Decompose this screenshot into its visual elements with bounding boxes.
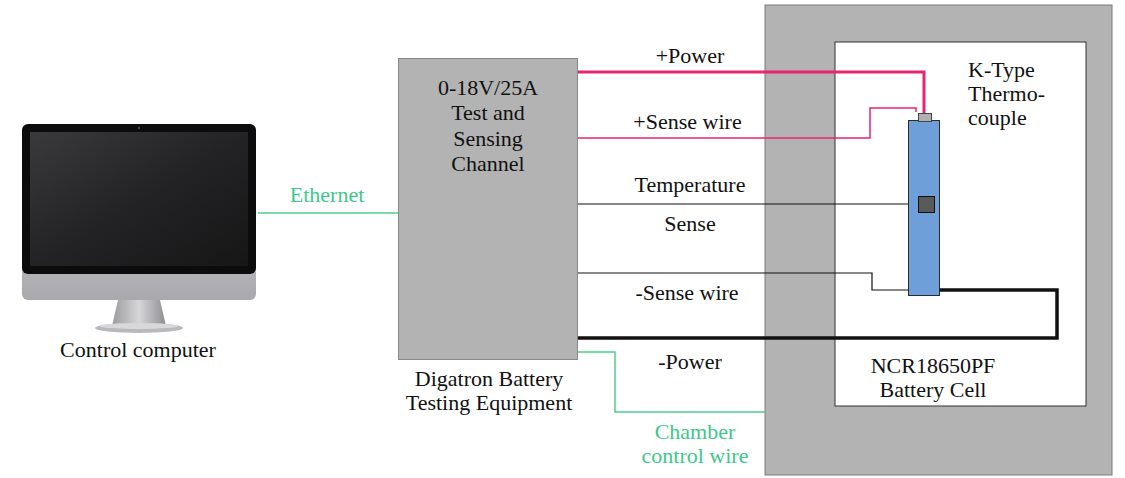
edge-label: Ethernet	[262, 183, 392, 207]
cell-caption: NCR18650PF Battery Cell	[858, 354, 1008, 402]
test-channel-box: 0-18V/25A Test and Sensing ChannelDigatr…	[398, 58, 578, 360]
chamber-frame	[765, 5, 1112, 475]
edge-label: +Sense wire	[600, 110, 775, 134]
wire-connector	[578, 273, 908, 290]
thermocouple-junction	[918, 196, 935, 213]
edge-label: -Sense wire	[597, 281, 777, 305]
node-caption: Control computer	[60, 338, 216, 362]
edge-label: +Power	[620, 44, 760, 68]
monitor-illustration	[22, 124, 256, 333]
caption-wrap: NCR18650PF Battery Cell	[853, 354, 1013, 402]
caption-wrap: Digatron Battery Testing Equipment	[389, 367, 589, 415]
part-label: K-Type Thermo- couple	[968, 58, 1068, 131]
wire-connector	[578, 108, 916, 138]
edge-label: -Power	[620, 350, 760, 374]
wire-label: Chamber control wire	[625, 420, 765, 468]
wire-connector	[578, 72, 924, 120]
box-title: 0-18V/25A Test and Sensing Channel	[423, 75, 553, 176]
battery-terminal	[918, 113, 932, 122]
computer-node: Control computer	[18, 120, 258, 362]
chamber-interior	[835, 42, 1086, 406]
battery-cell: NCR18650PF Battery Cell	[908, 120, 940, 296]
edge-label: Temperature Sense	[620, 166, 760, 243]
wire-connector	[578, 203, 908, 204]
equipment-caption: Digatron Battery Testing Equipment	[397, 367, 582, 415]
wire-connector	[258, 212, 398, 214]
